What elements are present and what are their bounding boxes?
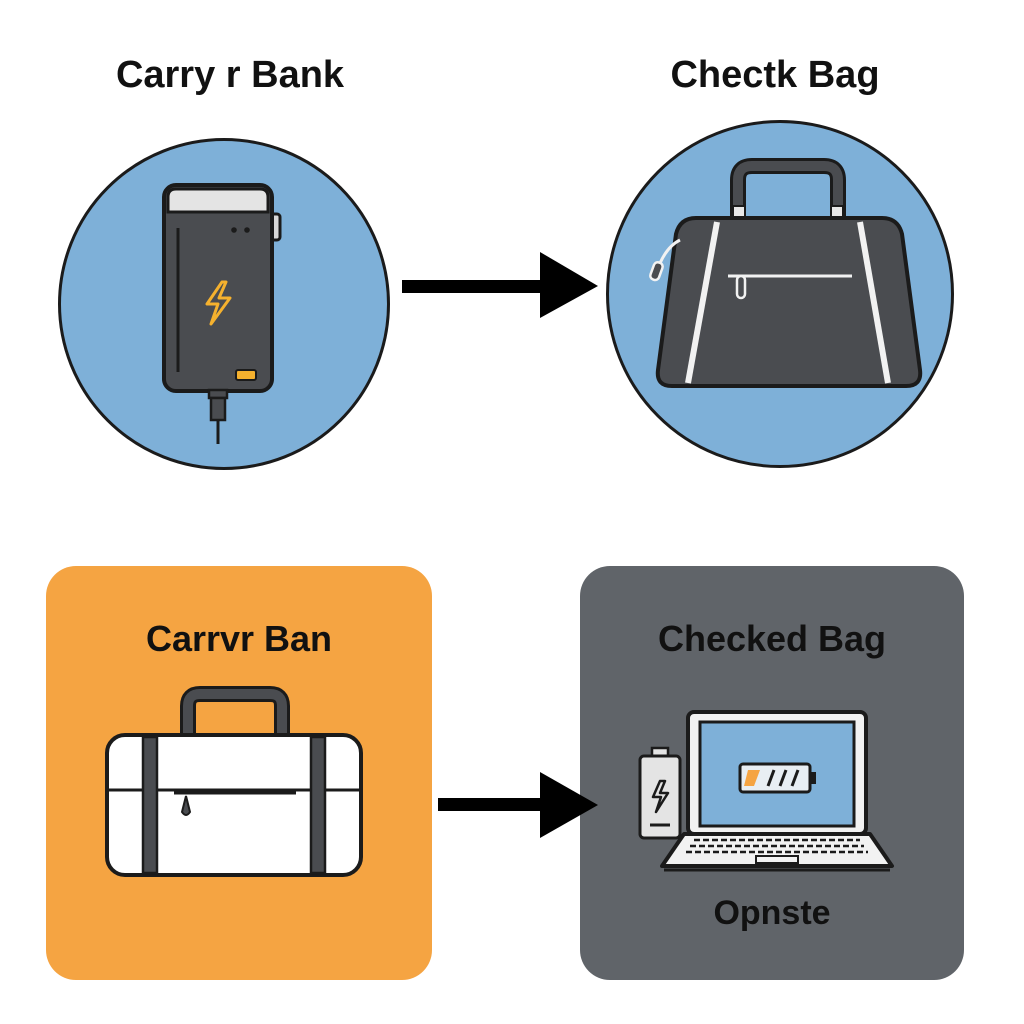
carry-on-title: Carry r Bank <box>115 54 345 96</box>
checked-bag-panel-title: Checked Bag <box>657 618 887 659</box>
power-bank-icon <box>162 183 282 444</box>
checked-bag-title: Chectk Bag <box>670 54 880 96</box>
lightning-icon <box>205 280 232 326</box>
suitcase-icon <box>105 686 363 877</box>
laptop-icon <box>660 710 894 872</box>
duffel-bag-icon <box>649 158 923 388</box>
battery-icon <box>638 746 682 840</box>
arrow-right-icon <box>438 772 598 838</box>
checked-bag-panel-caption: Opnste <box>713 894 831 932</box>
arrow-right-icon <box>402 252 598 318</box>
carry-on-panel-title: Carrvr Ban <box>145 618 333 659</box>
